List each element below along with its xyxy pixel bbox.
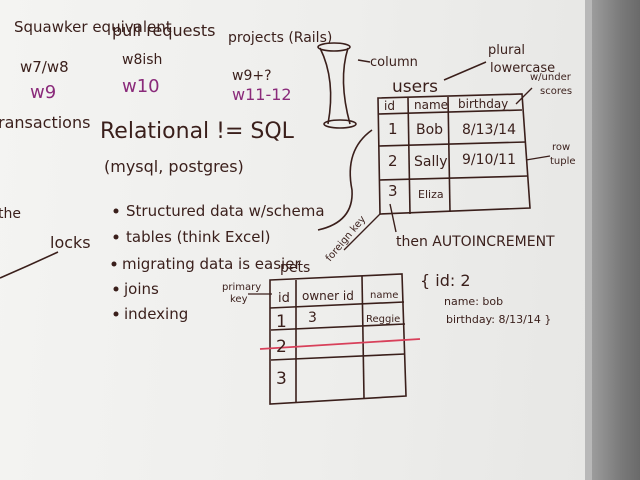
- bullet-4: joins: [123, 280, 159, 298]
- json-line-2: name: bob: [444, 295, 503, 308]
- top-note-2: pull requests w8ish w10: [112, 21, 215, 97]
- plural-label-1: plural: [488, 43, 525, 58]
- users-row-2-birthday: 9/10/11: [462, 152, 516, 168]
- users-row-3-name: Eliza: [418, 188, 444, 201]
- top-note-1-line2: w7/w8: [20, 58, 69, 76]
- pets-col-id: id: [278, 291, 290, 306]
- bullet-dot: [113, 208, 119, 214]
- plural-label-2: lowercase: [490, 61, 555, 76]
- users-col-id: id: [384, 99, 395, 113]
- json-line-3: birthday: 8/13/14 }: [446, 313, 551, 326]
- users-row-3-id: 3: [388, 182, 398, 200]
- bullet-dot: [113, 311, 119, 317]
- users-table: [377, 93, 531, 215]
- users-row-1-name: Bob: [416, 122, 443, 138]
- pets-row-1-name: Reggie: [366, 314, 400, 325]
- bullet-5: indexing: [124, 305, 188, 323]
- column-label: column: [370, 55, 418, 70]
- underscores-label-2: scores: [540, 86, 572, 97]
- heading-title: Relational != SQL: [100, 119, 295, 144]
- top-note-3-title: projects (Rails): [228, 30, 332, 46]
- row-arrow: [525, 155, 551, 161]
- users-row-2-id: 2: [388, 152, 398, 170]
- connector-curve: [317, 129, 373, 231]
- top-note-1-week: w9: [30, 82, 56, 103]
- top-note-2-title: pull requests: [112, 21, 215, 40]
- top-note-1: Squawker equivalent w7/w8 w9: [14, 18, 172, 103]
- bullet-dot: [113, 286, 119, 292]
- plural-arrow: [443, 61, 487, 81]
- top-note-3-line2: w9+?: [232, 68, 272, 84]
- bullet-2: tables (think Excel): [126, 228, 271, 246]
- row-label-1: row: [552, 142, 570, 153]
- pets-row-1-id: 1: [276, 312, 287, 332]
- locks-arrow: [0, 251, 59, 279]
- users-row-1-id: 1: [388, 120, 398, 138]
- pets-row-1-owner: 3: [308, 310, 317, 326]
- column-arrow: [357, 59, 371, 63]
- wall: [592, 0, 640, 480]
- pets-row-3-id: 3: [276, 369, 287, 389]
- bullet-dot: [113, 234, 119, 240]
- pets-table: [269, 273, 407, 405]
- bullet-dot: [111, 261, 117, 267]
- pets-table-name: pets: [280, 260, 310, 276]
- top-note-3-week: w11-12: [232, 85, 292, 104]
- users-col-birthday: birthday: [458, 97, 508, 111]
- users-row-2-name: Sally: [414, 154, 448, 170]
- users-table-name: users: [392, 77, 438, 97]
- autoincrement-label: then AUTOINCREMENT: [396, 234, 555, 250]
- users-row-1-birthday: 8/13/14: [462, 122, 516, 138]
- left-the: the: [0, 206, 21, 222]
- left-locks: locks: [50, 233, 91, 252]
- left-transactions: ransactions: [0, 113, 90, 132]
- top-note-2-line2: w8ish: [122, 52, 162, 68]
- users-col-name: name: [414, 98, 448, 112]
- foreign-key-arrow: [343, 213, 381, 251]
- underscores-label-1: w/under: [530, 72, 572, 83]
- pets-col-name: name: [370, 290, 398, 301]
- autoincrement-arrow: [389, 203, 397, 233]
- foreign-key-label: foreign key: [324, 214, 368, 264]
- primary-key-label-1: primary: [222, 282, 261, 293]
- top-note-2-week: w10: [122, 76, 160, 97]
- column-drawing: [317, 42, 357, 129]
- top-note-3: projects (Rails) w9+? w11-12: [228, 30, 332, 104]
- bullet-list: Structured data w/schema tables (think E…: [111, 202, 325, 323]
- strike-through: [259, 338, 421, 350]
- pets-row-2-id: 2: [276, 337, 287, 357]
- pets-col-owner-id: owner id: [302, 289, 354, 303]
- bullet-1: Structured data w/schema: [126, 202, 325, 220]
- bullet-3: migrating data is easier: [122, 255, 301, 273]
- row-label-2: tuple: [550, 156, 576, 167]
- json-line-1: { id: 2: [420, 271, 471, 290]
- primary-key-label-2: key: [230, 294, 248, 305]
- heading-subtitle: (mysql, postgres): [104, 157, 244, 176]
- underscores-arrow: [515, 87, 533, 105]
- top-note-1-title: Squawker equivalent: [14, 18, 172, 36]
